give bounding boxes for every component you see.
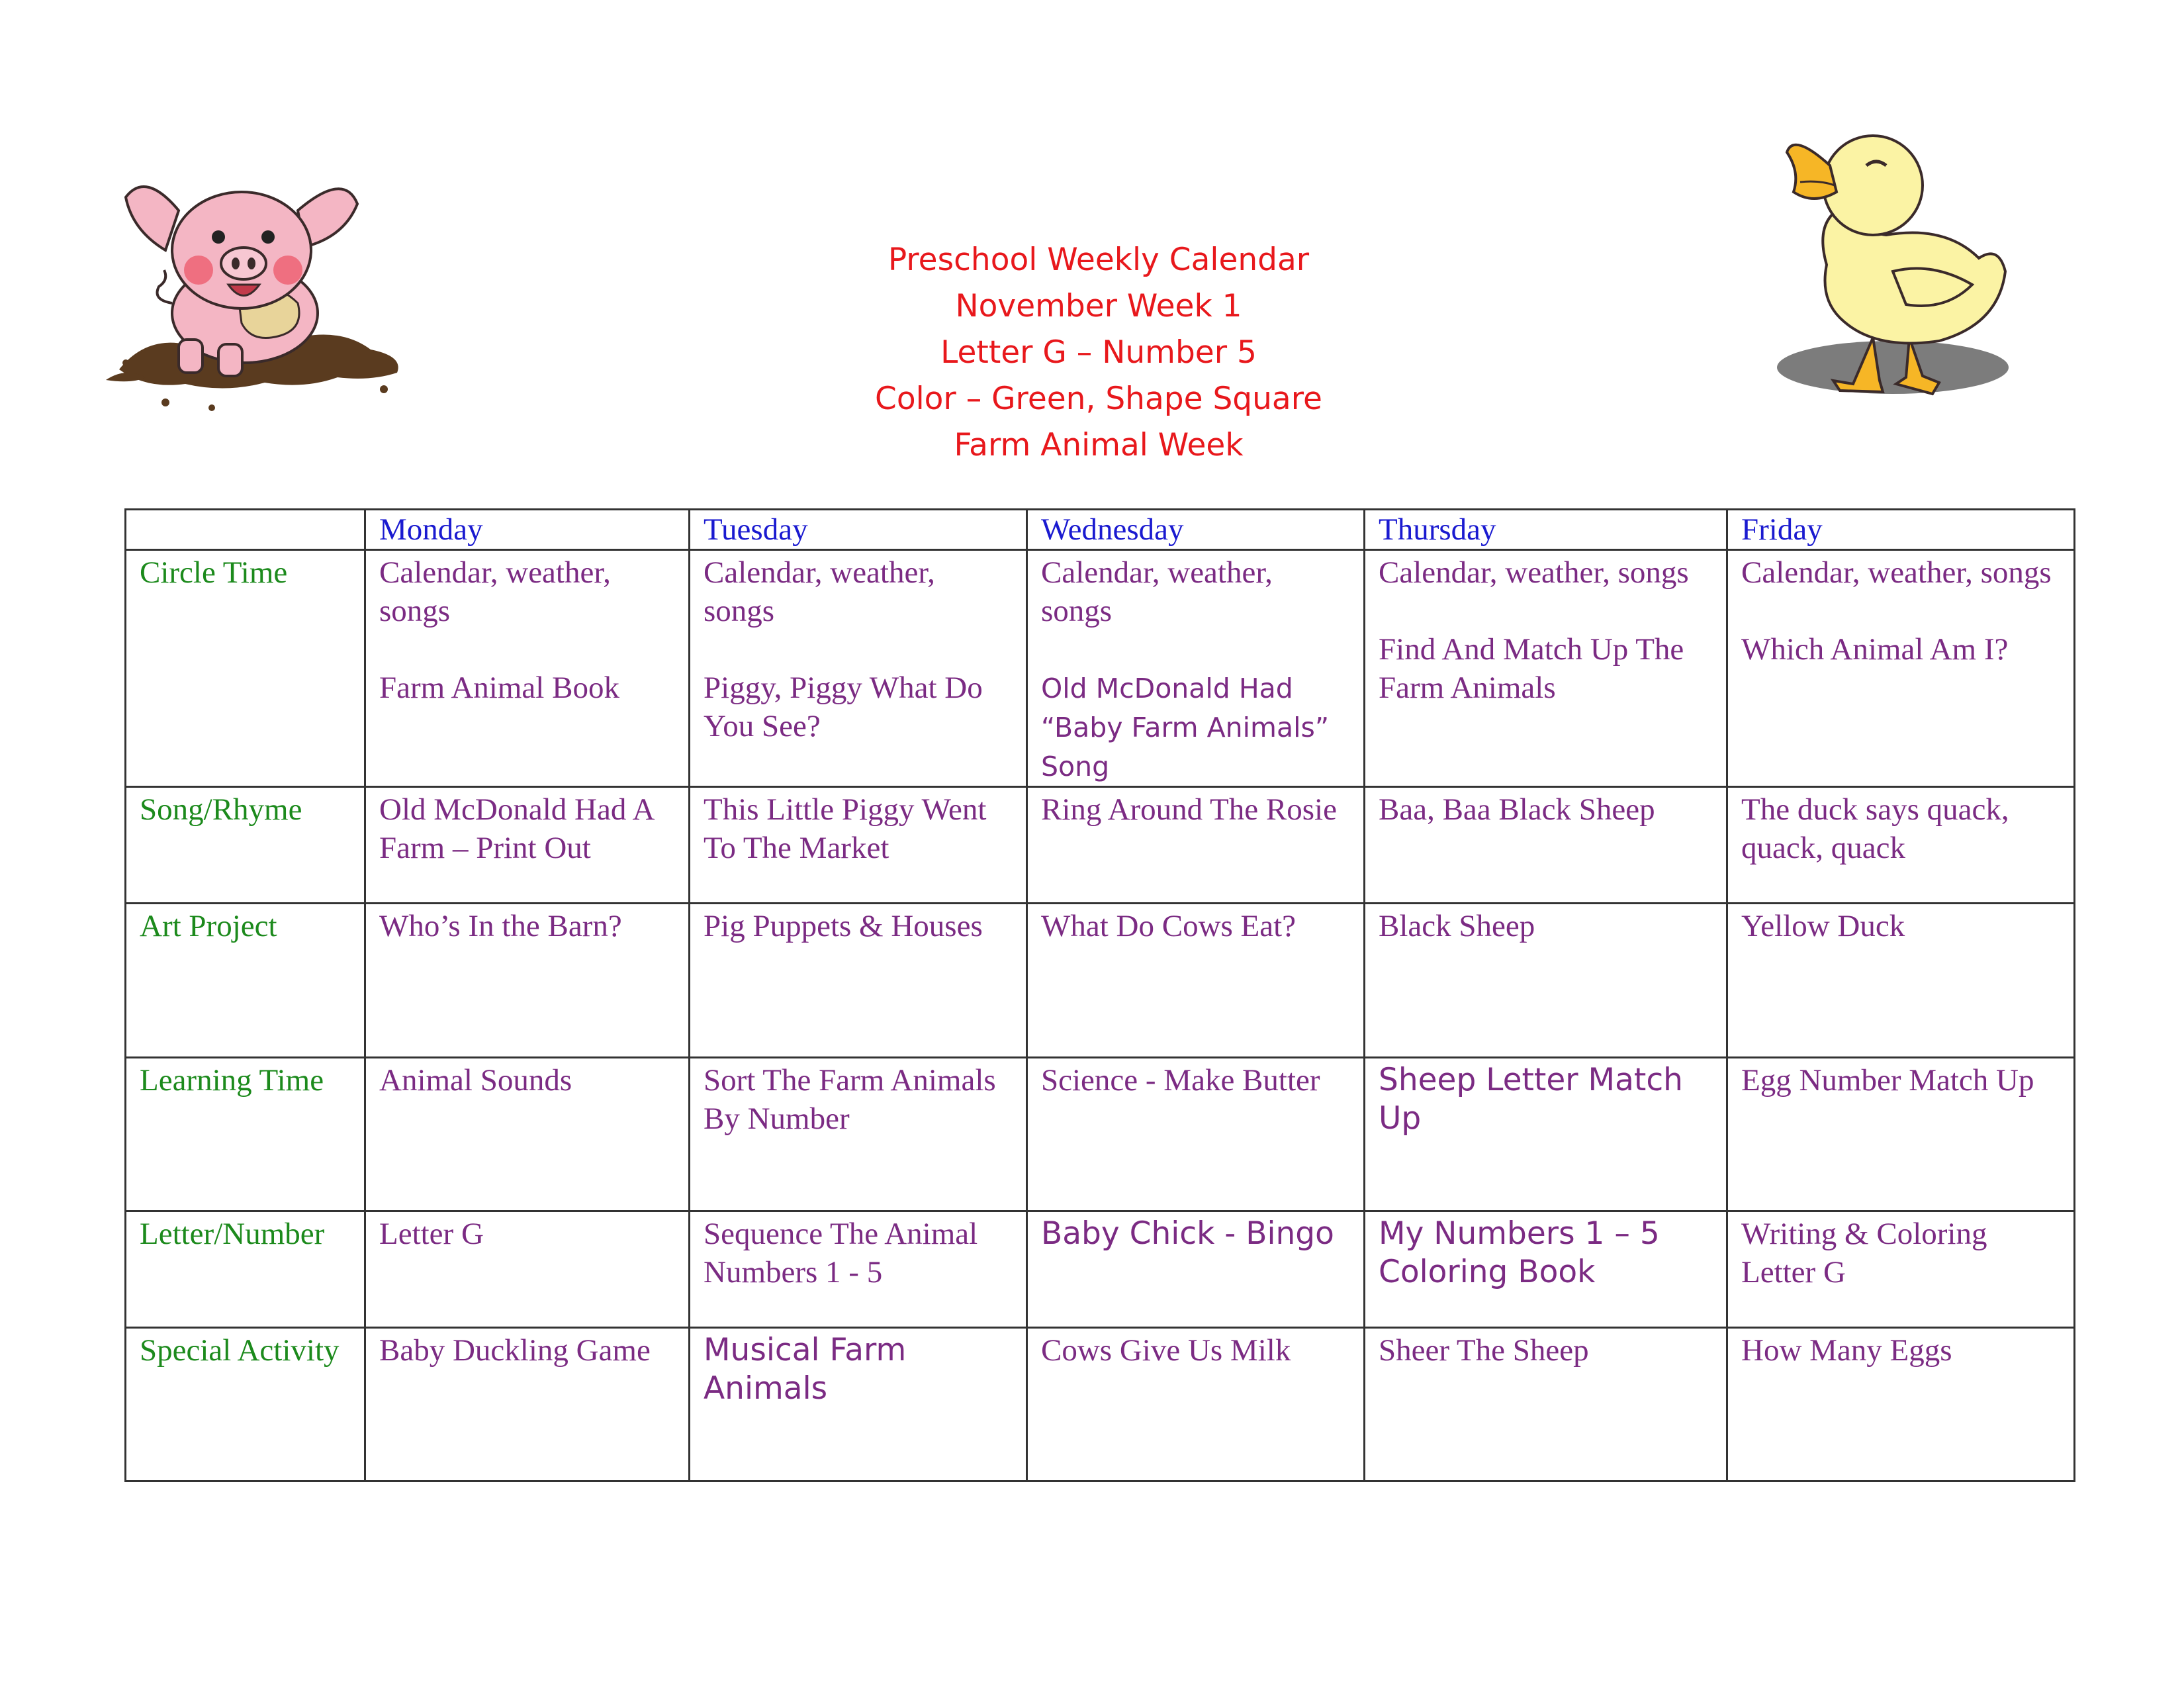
- cell: Baby Chick - Bingo: [1026, 1210, 1365, 1329]
- row-art-project: Art Project Who’s In the Barn? Pig Puppe…: [124, 902, 2075, 1058]
- pig-in-mud-icon: [106, 185, 398, 411]
- cell: Sheer The Sheep: [1363, 1327, 1728, 1482]
- cell: Calendar, weather, songs Which Animal Am…: [1726, 549, 2075, 788]
- cell-text: Calendar, weather, songs: [1741, 555, 2052, 590]
- cell: Ring Around The Rosie: [1026, 786, 1365, 904]
- cell: This Little Piggy Went To The Market: [688, 786, 1028, 904]
- cell: My Numbers 1 – 5 Coloring Book: [1363, 1210, 1728, 1329]
- day-header-monday: Monday: [364, 508, 690, 551]
- row-label: Letter/Number: [124, 1210, 366, 1329]
- row-label: Special Activity: [124, 1327, 366, 1482]
- title-line-4: Color – Green, Shape Square: [875, 381, 1322, 417]
- cell-text: Calendar, weather, songs: [379, 555, 611, 628]
- cell-text: Which Animal Am I?: [1741, 632, 2009, 667]
- cell: Calendar, weather, songs Old McDonald Ha…: [1026, 549, 1365, 788]
- cell: Animal Sounds: [364, 1056, 690, 1212]
- calendar-title: Preschool Weekly Calendar November Week …: [662, 237, 1535, 469]
- day-header-row: Monday Tuesday Wednesday Thursday Friday: [124, 508, 2075, 551]
- row-label: Song/Rhyme: [124, 786, 366, 904]
- cell-text: Calendar, weather, songs: [1379, 555, 1689, 590]
- title-line-3: Letter G – Number 5: [940, 334, 1257, 371]
- cell: Cows Give Us Milk: [1026, 1327, 1365, 1482]
- cell: The duck says quack, quack, quack: [1726, 786, 2075, 904]
- row-label: Art Project: [124, 902, 366, 1058]
- title-line-5: Farm Animal Week: [954, 427, 1244, 463]
- cell: How Many Eggs: [1726, 1327, 2075, 1482]
- day-header-wednesday: Wednesday: [1026, 508, 1365, 551]
- cell: What Do Cows Eat?: [1026, 902, 1365, 1058]
- cell: Science - Make Butter: [1026, 1056, 1365, 1212]
- row-learning-time: Learning Time Animal Sounds Sort The Far…: [124, 1056, 2075, 1212]
- cell: Baa, Baa Black Sheep: [1363, 786, 1728, 904]
- cell: Old McDonald Had A Farm – Print Out: [364, 786, 690, 904]
- cell-text: Find And Match Up The Farm Animals: [1379, 632, 1684, 705]
- cell: Black Sheep: [1363, 902, 1728, 1058]
- cell: Egg Number Match Up: [1726, 1056, 2075, 1212]
- cell-text: Calendar, weather, songs: [1041, 555, 1273, 628]
- weekly-calendar-table: Monday Tuesday Wednesday Thursday Friday…: [124, 508, 2075, 1482]
- row-circle-time: Circle Time Calendar, weather, songs Far…: [124, 549, 2075, 788]
- row-label: Circle Time: [124, 549, 366, 788]
- cell-text: Old McDonald Had “Baby Farm Animals” Son…: [1041, 673, 1330, 782]
- cell-text: Calendar, weather, songs: [704, 555, 935, 628]
- day-header-tuesday: Tuesday: [688, 508, 1028, 551]
- cell: Letter G: [364, 1210, 690, 1329]
- cell: Sequence The Animal Numbers 1 - 5: [688, 1210, 1028, 1329]
- title-line-2: November Week 1: [955, 288, 1242, 324]
- day-header-friday: Friday: [1726, 508, 2075, 551]
- cell-text: Piggy, Piggy What Do You See?: [704, 671, 983, 743]
- cell: Musical Farm Animals: [688, 1327, 1028, 1482]
- yellow-duck-icon: [1777, 134, 2009, 396]
- cell: Who’s In the Barn?: [364, 902, 690, 1058]
- day-header-thursday: Thursday: [1363, 508, 1728, 551]
- cell: Calendar, weather, songs Piggy, Piggy Wh…: [688, 549, 1028, 788]
- cell: Baby Duckling Game: [364, 1327, 690, 1482]
- row-song-rhyme: Song/Rhyme Old McDonald Had A Farm – Pri…: [124, 786, 2075, 904]
- cell: Calendar, weather, songs Farm Animal Boo…: [364, 549, 690, 788]
- cell: Writing & Coloring Letter G: [1726, 1210, 2075, 1329]
- cell: Pig Puppets & Houses: [688, 902, 1028, 1058]
- cell-text: Farm Animal Book: [379, 671, 619, 705]
- cell: Sheep Letter Match Up: [1363, 1056, 1728, 1212]
- row-letter-number: Letter/Number Letter G Sequence The Anim…: [124, 1210, 2075, 1329]
- cell: Sort The Farm Animals By Number: [688, 1056, 1028, 1212]
- row-label: Learning Time: [124, 1056, 366, 1212]
- title-line-1: Preschool Weekly Calendar: [887, 242, 1310, 278]
- row-special-activity: Special Activity Baby Duckling Game Musi…: [124, 1327, 2075, 1482]
- cell: Yellow Duck: [1726, 902, 2075, 1058]
- corner-cell: [124, 508, 366, 551]
- cell: Calendar, weather, songs Find And Match …: [1363, 549, 1728, 788]
